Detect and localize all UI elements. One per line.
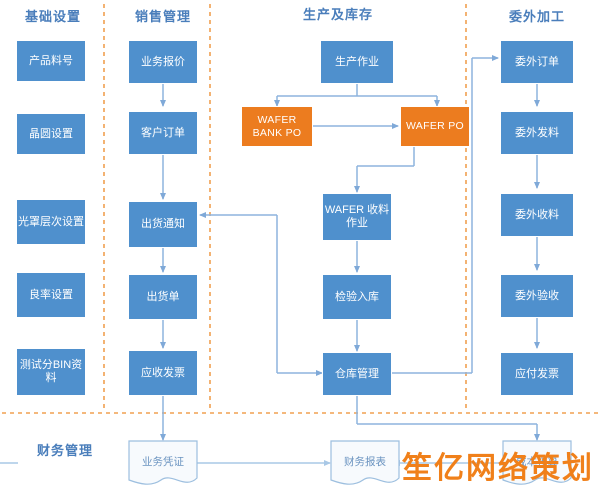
- node-wafer-po[interactable]: WAFER PO: [400, 106, 470, 147]
- document-shape-icon: [330, 440, 400, 485]
- node-warehouse[interactable]: 仓库管理: [322, 352, 392, 396]
- document-shape-icon: [502, 440, 572, 485]
- node-os-receive[interactable]: 委外收料: [500, 193, 574, 237]
- section-header-basic: 基础设置: [24, 9, 81, 24]
- section-header-outsourcing: 委外加工: [508, 9, 565, 24]
- node-product-code[interactable]: 产品料号: [16, 40, 86, 82]
- node-yield-setup[interactable]: 良率设置: [16, 272, 86, 318]
- node-wafer-receive[interactable]: WAFER 收料作业: [322, 193, 392, 241]
- node-os-order[interactable]: 委外订单: [500, 40, 574, 84]
- section-header-production: 生产及库存: [302, 7, 373, 22]
- node-inspect-instock[interactable]: 检验入库: [322, 274, 392, 320]
- node-prod-job[interactable]: 生产作业: [320, 40, 394, 84]
- node-os-issue[interactable]: 委外发料: [500, 111, 574, 155]
- node-quotation[interactable]: 业务报价: [128, 40, 198, 84]
- document-shape-icon: [128, 440, 198, 485]
- node-wafer-setup[interactable]: 晶圆设置: [16, 113, 86, 155]
- node-fin-report[interactable]: 财务报表: [330, 440, 400, 488]
- node-ship-order[interactable]: 出货单: [128, 274, 198, 320]
- section-header-finance: 财务管理: [36, 443, 93, 458]
- node-customer-order[interactable]: 客户订单: [128, 111, 198, 155]
- node-label: 财务报表: [344, 455, 386, 468]
- node-test-bin[interactable]: 测试分BIN资料: [16, 348, 86, 396]
- node-cost-account[interactable]: 成本核算: [502, 440, 572, 488]
- node-ar-invoice[interactable]: 应收发票: [128, 350, 198, 396]
- node-label: 业务凭证: [142, 455, 184, 468]
- section-header-sales: 销售管理: [134, 9, 191, 24]
- node-label: 成本核算: [516, 455, 558, 468]
- node-mask-layer[interactable]: 光罩层次设置: [16, 199, 86, 245]
- watermark: 笙亿网络策划: [402, 452, 594, 485]
- node-biz-voucher[interactable]: 业务凭证: [128, 440, 198, 488]
- node-wafer-bank-po[interactable]: WAFER BANK PO: [241, 106, 313, 147]
- node-ap-invoice[interactable]: 应付发票: [500, 352, 574, 396]
- node-ship-notice[interactable]: 出货通知: [128, 201, 198, 248]
- node-os-accept[interactable]: 委外验收: [500, 274, 574, 318]
